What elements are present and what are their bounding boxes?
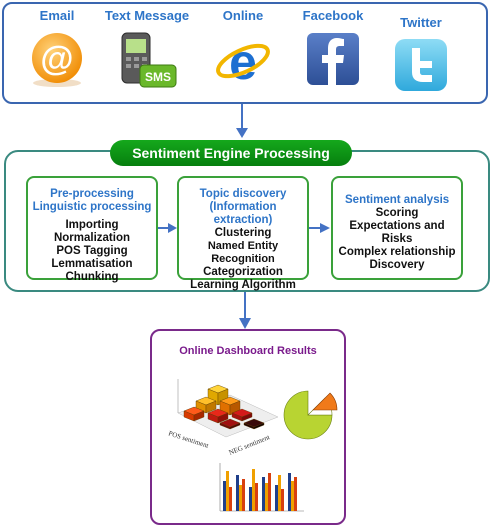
arrow-to-engine	[236, 104, 248, 138]
step-item: Lemmatisation	[51, 258, 133, 270]
source-twitter: Twitter	[376, 8, 466, 92]
source-twitter-label: Twitter	[400, 15, 442, 30]
step-item: Expectations and Risks	[349, 220, 445, 245]
step-topic-discovery: Topic discovery (Information extraction)…	[177, 176, 309, 291]
bar-chart-thumbnail	[212, 457, 308, 521]
browser-e-icon: e	[216, 34, 270, 89]
step-item: Scoring	[375, 207, 419, 219]
step-preprocessing-title-1: Pre-processing	[50, 188, 134, 200]
step-item: Chunking	[65, 271, 119, 283]
email-at-icon: @	[32, 33, 82, 87]
step-item: Learning Algorithm	[190, 279, 296, 291]
step-item: Clustering	[214, 227, 272, 239]
step-topic-title-1: Topic discovery	[199, 188, 287, 200]
source-text-message-label: Text Message	[104, 8, 190, 23]
step-item: Complex relationship	[338, 246, 456, 258]
step-item: Normalization	[53, 232, 131, 244]
step-sentiment-title: Sentiment analysis	[345, 194, 450, 206]
arrow-step-2-3	[309, 223, 330, 233]
engine-title: Sentiment Engine Processing	[110, 140, 352, 166]
arrow-to-dashboard	[239, 292, 251, 329]
step-topic-title-2: (Information extraction)	[209, 201, 277, 226]
arrow-step-1-2	[158, 223, 177, 233]
svg-text:e: e	[229, 34, 257, 89]
source-text-message: Text Message SMS	[102, 8, 192, 93]
step-item: Discovery	[369, 259, 425, 271]
bar-group	[223, 469, 297, 511]
3d-axis-pos-label: POS sentiment	[167, 429, 209, 450]
source-facebook-label: Facebook	[302, 8, 364, 23]
source-email-label: Email	[39, 8, 75, 23]
source-facebook: Facebook	[288, 8, 378, 89]
step-preprocessing-title-2: Linguistic processing	[32, 201, 152, 213]
3d-axis-neg-label: NEG sentiment	[228, 433, 271, 457]
step-item: Named Entity Recognition	[207, 240, 279, 265]
sources-panel	[2, 2, 488, 104]
step-sentiment-analysis: Sentiment analysis Scoring Expectations …	[331, 176, 463, 280]
3d-bar-chart-thumbnail: POS sentiment NEG sentiment	[167, 379, 279, 457]
facebook-icon	[307, 33, 359, 85]
step-item: Categorization	[203, 266, 283, 278]
step-item: POS Tagging	[56, 245, 128, 257]
twitter-icon	[395, 39, 447, 91]
pie-chart-thumbnail	[283, 390, 338, 440]
sms-phone-icon: SMS	[121, 32, 177, 88]
svg-text:@: @	[40, 40, 73, 78]
source-online: Online e	[198, 8, 288, 89]
dashboard-title: Online Dashboard Results	[179, 345, 317, 357]
step-preprocessing: Pre-processing Linguistic processing Imp…	[26, 176, 158, 283]
dashboard-panel: Online Dashboard Results POS sentiment N…	[150, 329, 346, 525]
source-email: Email @	[12, 8, 102, 89]
step-item: Importing	[65, 219, 119, 231]
svg-text:SMS: SMS	[145, 70, 171, 84]
source-online-label: Online	[222, 8, 264, 23]
